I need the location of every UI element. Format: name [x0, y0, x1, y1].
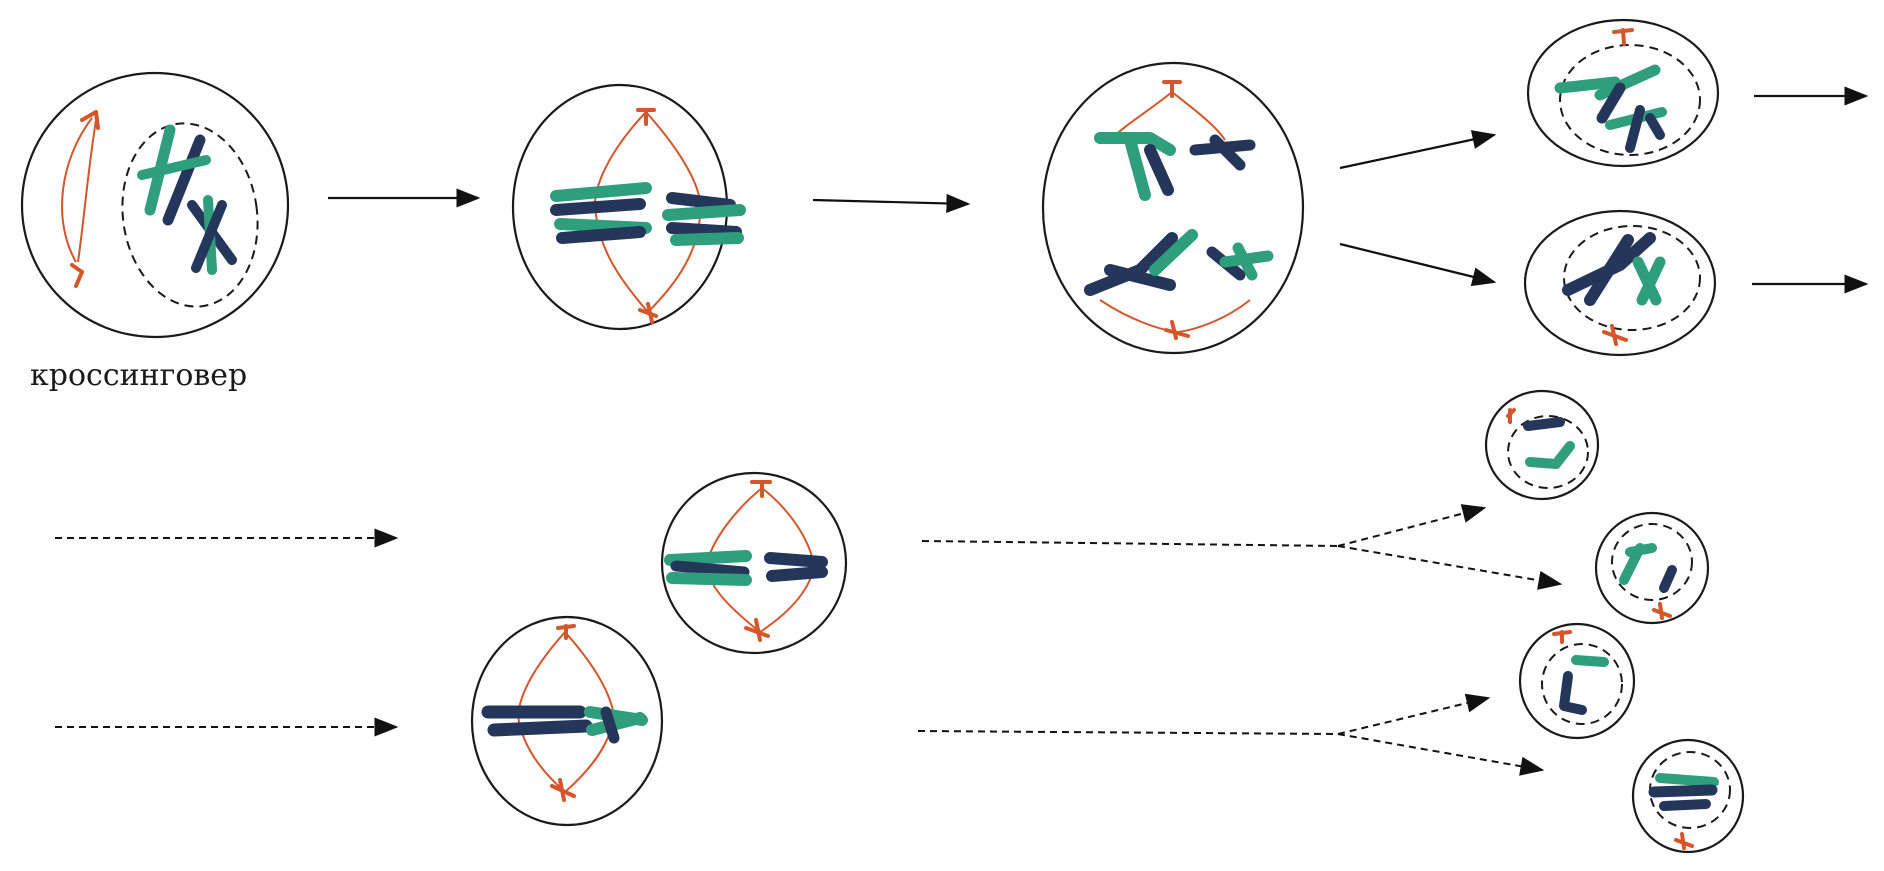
cell-anaphase-1	[1041, 61, 1305, 355]
nuclear-envelope	[1611, 523, 1693, 601]
crossover-label: кроссинговер	[30, 358, 247, 393]
cell-metaphase-2-lower	[470, 615, 664, 827]
cell-metaphase-2-upper	[660, 471, 848, 655]
cell-gamete-4	[1631, 738, 1745, 854]
nuclear-envelope	[121, 122, 259, 308]
arrow-3-upper	[1339, 130, 1497, 170]
cell-gamete-3	[1518, 622, 1636, 740]
nuclear-envelope	[1563, 225, 1701, 331]
arrow-3-lower	[1339, 242, 1497, 287]
cell-prophase-crossover	[20, 71, 290, 339]
cell-telophase-lower	[1523, 209, 1717, 357]
arrow-2	[812, 193, 971, 214]
dashed-line-upper-out	[921, 540, 1339, 547]
nuclear-envelope	[1541, 643, 1623, 725]
dashed-line-lower-out	[917, 730, 1339, 735]
dashed-arrow-upper-branch-2	[1337, 545, 1563, 590]
dashed-arrow-upper-branch-1	[1337, 504, 1487, 547]
cell-metaphase-1	[511, 83, 746, 331]
nuclear-envelope	[1507, 415, 1589, 489]
nuclear-envelope	[1559, 44, 1701, 156]
cell-gamete-1	[1484, 389, 1600, 501]
cell-gamete-2	[1594, 511, 1710, 625]
cell-telophase-upper	[1526, 18, 1720, 168]
dashed-arrow-lower-branch-1	[1337, 693, 1491, 735]
dashed-arrow-lower-branch-2	[1337, 733, 1545, 776]
